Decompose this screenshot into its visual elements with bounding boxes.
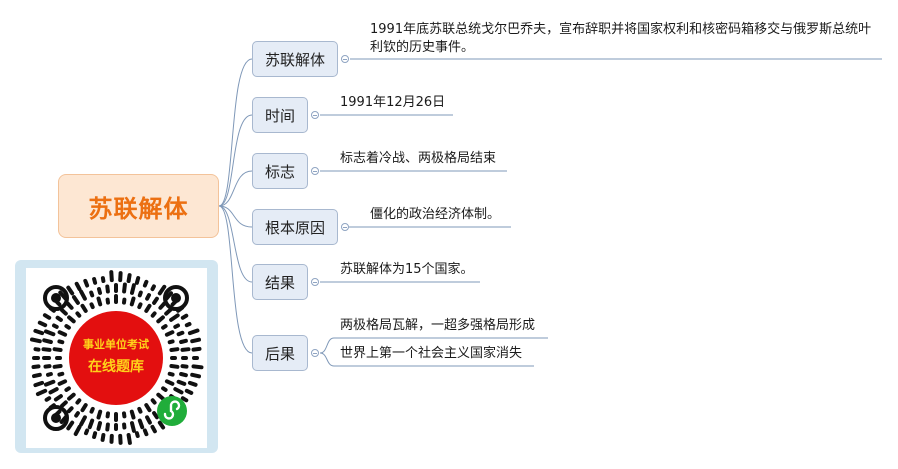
leaf-cause[interactable]: 僵化的政治经济体制。 (370, 207, 501, 222)
leaf-result[interactable]: 苏联解体为15个国家。 (340, 262, 474, 277)
collapse-toggle-icon[interactable] (311, 278, 319, 286)
qr-badge-line1: 事业单位考试 (83, 337, 149, 351)
qr-code-area: 事业单位考试 在线题库 (26, 268, 207, 448)
branch-topic-root-cause[interactable]: 根本原因 (252, 209, 338, 245)
leaf-definition[interactable]: 1991年底苏联总统戈尔巴乔夫，宣布辞职并将国家权利和核密码箱移交与俄罗斯总统叶… (370, 22, 872, 55)
link-root-branch-4 (218, 205, 253, 228)
collapse-toggle-icon[interactable] (341, 223, 349, 231)
qr-badge-line2: 在线题库 (88, 358, 144, 375)
branch-topic-result[interactable]: 结果 (252, 264, 308, 300)
collapse-toggle-icon[interactable] (311, 349, 319, 357)
link-root-branch-3 (218, 170, 253, 207)
leaf-symbol[interactable]: 标志着冷战、两极格局结束 (340, 151, 497, 166)
collapse-toggle-icon[interactable] (311, 167, 319, 175)
link-root-branch-2 (218, 114, 253, 207)
leaf-consequence-1[interactable]: 两极格局瓦解，一超多强格局形成 (340, 318, 536, 333)
branch-topic-time[interactable]: 时间 (252, 97, 308, 133)
qr-code-card: 事业单位考试 在线题库 (15, 260, 218, 453)
branch-topic-dissolution[interactable]: 苏联解体 (252, 41, 338, 77)
collapse-toggle-icon[interactable] (341, 55, 349, 63)
leaf-date[interactable]: 1991年12月26日 (340, 95, 446, 110)
branch-topic-symbol[interactable]: 标志 (252, 153, 308, 189)
link-branch-6-leaf-a (319, 337, 548, 354)
leaf-consequence-2[interactable]: 世界上第一个社会主义国家消失 (340, 346, 523, 361)
root-topic[interactable]: 苏联解体 (58, 174, 219, 238)
mini-program-qr-icon: 事业单位考试 在线题库 (30, 270, 204, 445)
branch-topic-consequence[interactable]: 后果 (252, 335, 308, 371)
collapse-toggle-icon[interactable] (311, 111, 319, 119)
link-root-branch-1 (218, 58, 253, 207)
qr-badge-circle (69, 311, 163, 405)
link-root-branch-5 (218, 205, 253, 283)
link-branch-6-leaf-b (319, 352, 534, 367)
link-root-branch-6 (218, 205, 253, 354)
